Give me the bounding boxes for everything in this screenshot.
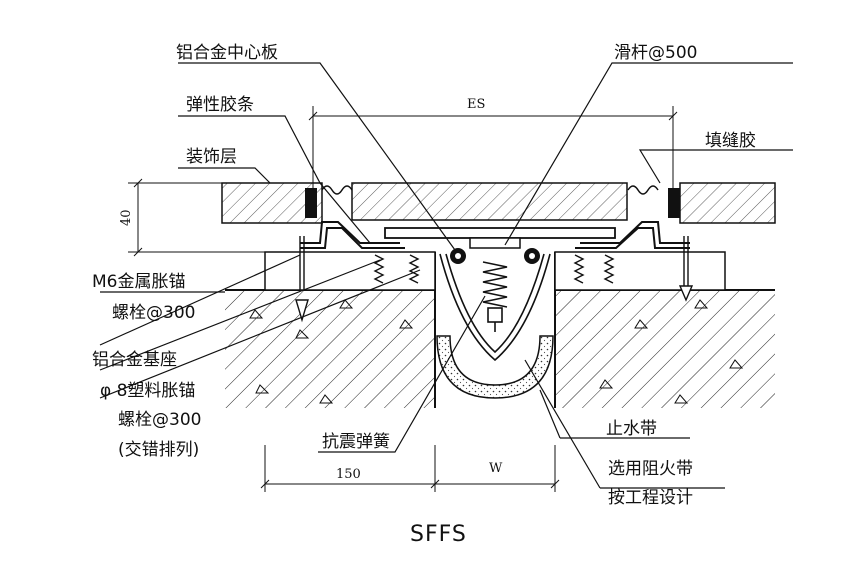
label-fire-band-line1: 选用阻火带 bbox=[608, 459, 693, 479]
label-elastic-strip: 弹性胶条 bbox=[186, 95, 254, 115]
anchors bbox=[295, 236, 694, 323]
finish-layer-blocks bbox=[221, 182, 776, 224]
dim-es: ES bbox=[467, 97, 485, 112]
label-finish-layer: 装饰层 bbox=[186, 147, 237, 167]
label-center-plate: 铝合金中心板 bbox=[176, 43, 278, 63]
label-waterstop: 止水带 bbox=[606, 419, 657, 439]
label-anchor-m6-line1: M6金属胀锚 bbox=[92, 272, 185, 292]
sealant-blocks bbox=[305, 188, 680, 218]
label-anchor-m6-line2: 螺栓@300 bbox=[112, 303, 195, 323]
label-plastic-anchor-line1: φ 8塑料胀锚 bbox=[100, 381, 195, 401]
slide-bar-rollers bbox=[450, 248, 540, 264]
leader-lines bbox=[99, 62, 793, 489]
concrete-right bbox=[555, 289, 775, 408]
spring bbox=[482, 261, 508, 332]
dimension-lines bbox=[128, 106, 678, 492]
label-spring: 抗震弹簧 bbox=[322, 432, 390, 452]
drawing-title: SFFS bbox=[410, 522, 467, 547]
screed-layer bbox=[264, 251, 726, 291]
elastic-strip bbox=[321, 185, 659, 195]
center-plate bbox=[384, 227, 616, 249]
waterstop bbox=[439, 253, 551, 362]
dim-width-w: W bbox=[489, 461, 503, 476]
dim-width-150: 150 bbox=[336, 467, 361, 482]
concrete-left bbox=[225, 289, 435, 408]
label-slide-bar: 滑杆@500 bbox=[614, 43, 697, 63]
aluminium-base bbox=[300, 221, 690, 249]
label-plastic-anchor-line2: 螺栓@300 bbox=[118, 410, 201, 430]
label-sealant: 填缝胶 bbox=[705, 131, 756, 151]
label-plastic-anchor-line3: (交错排列) bbox=[118, 440, 199, 460]
label-fire-band-line2: 按工程设计 bbox=[608, 488, 693, 508]
fire-band bbox=[436, 335, 554, 399]
dim-height-40: 40 bbox=[119, 209, 134, 226]
label-alu-base: 铝合金基座 bbox=[92, 350, 177, 370]
